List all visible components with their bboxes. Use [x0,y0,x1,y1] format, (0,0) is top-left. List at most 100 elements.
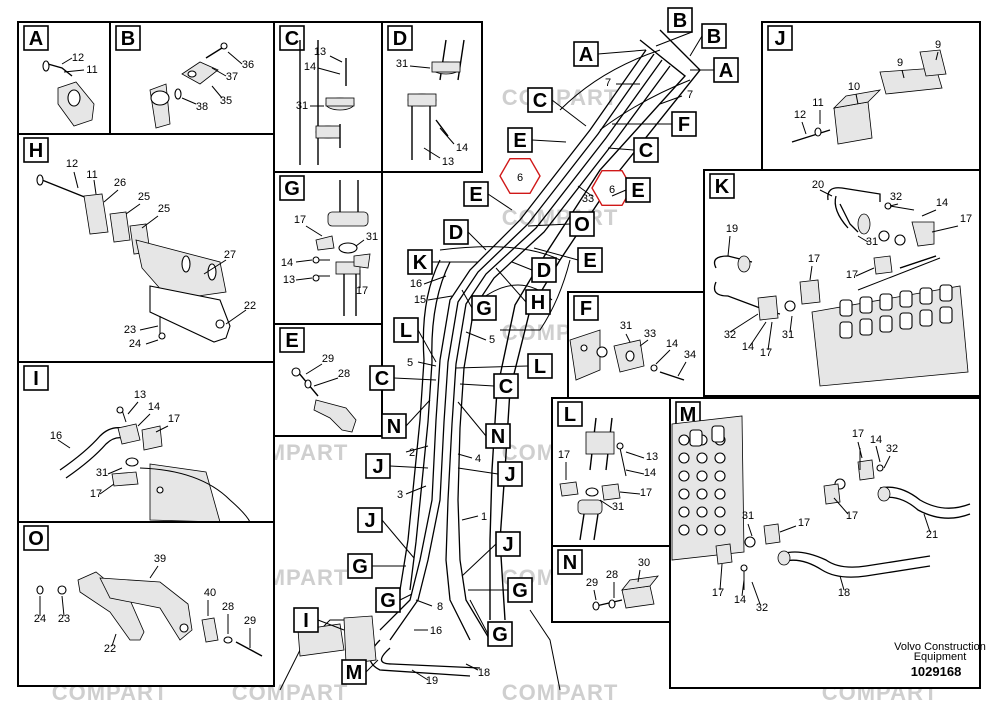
brand-line-2: Equipment [914,651,967,663]
callout-n-2-text: N [491,426,505,448]
callout-n-2: N [485,423,511,449]
part-number: 9 [935,39,941,51]
callout-j-2-text: J [504,464,515,486]
callout-f: F [671,111,697,137]
main-part-number: 5 [489,334,495,346]
part-number: 36 [242,59,254,71]
part-number: 14 [734,594,746,606]
part-number: 13 [442,156,454,168]
watermark-text: COMPART [502,205,619,230]
part-number: 20 [812,179,824,191]
callout-c-4-text: C [499,376,513,398]
callout-g-5: G [487,621,513,647]
part-number: 31 [296,100,308,112]
main-part-number: 16 [430,625,442,637]
part-number: 17 [846,269,858,281]
part-number: 14 [644,467,656,479]
main-part-number: 3 [397,489,403,501]
callout-j-4-text: J [502,534,513,556]
note-hex-right: 6 [591,169,633,207]
panel-label-l-text: L [564,404,576,426]
part-number: 17 [356,285,368,297]
part-number: 13 [646,451,658,463]
main-part-number: 1 [481,511,487,523]
callout-c-1: C [527,87,553,113]
callout-l-2: L [527,353,553,379]
part-number: 14 [148,401,160,413]
callout-h-text: H [531,292,545,314]
part-number: 34 [684,349,696,361]
part-number: 22 [104,643,116,655]
panel-label-h-text: H [29,140,43,162]
part-number: 12 [66,158,78,170]
brand-line-1: Volvo Construction [894,641,986,653]
panel-label-e-text: E [285,330,298,352]
part-number: 14 [742,341,754,353]
callout-b-right: B [701,23,727,49]
part-number: 14 [456,142,468,154]
callout-a-right-text: A [719,60,733,82]
callout-i-text: K [413,252,428,274]
part-number: 13 [283,274,295,286]
callout-e-1: E [507,127,533,153]
part-number: 9 [897,57,903,69]
callout-b-top-text: B [673,10,687,32]
panel-label-f-text: F [580,298,592,320]
panel-label-d: D [387,25,413,51]
part-number: 23 [58,613,70,625]
part-number: 11 [86,64,97,76]
callout-j-2: J [497,461,523,487]
panel-label-n-text: N [563,552,577,574]
callout-g-3: G [507,577,533,603]
part-number: 28 [338,368,350,380]
part-number: 31 [782,329,794,341]
callout-k: I [293,607,319,633]
note-hex-left: 6 [499,157,541,195]
part-number: 38 [196,101,208,113]
part-number: 31 [96,467,108,479]
callout-g-4: G [375,587,401,613]
part-number: 31 [612,501,624,513]
panel-label-h: H [23,137,49,163]
callout-e-3: E [463,181,489,207]
callout-n-1: N [381,413,407,439]
part-number: 24 [34,613,46,625]
panel-label-k: K [709,173,735,199]
part-number: 31 [742,510,754,522]
callout-e-2-text: E [631,180,644,202]
part-number: 28 [222,601,234,613]
main-part-number: 7 [605,77,611,89]
callout-c-2-text: C [639,140,653,162]
panel-label-i-text: I [33,368,39,390]
part-number: 17 [760,347,772,359]
part-number: 29 [322,353,334,365]
part-number: 29 [586,577,598,589]
callout-l-2-text: L [534,356,546,378]
callout-g-2-text: G [352,556,368,578]
part-number: 25 [138,191,150,203]
callout-g-5-text: G [492,624,508,646]
part-number: 12 [72,52,84,64]
main-part-number: 19 [426,675,438,687]
part-number: 21 [926,529,938,541]
callout-d-1-text: D [449,222,463,244]
callout-d-1: D [443,219,469,245]
callout-c-4: C [493,373,519,399]
main-part-number: 7 [687,89,693,101]
callout-o: O [569,211,595,237]
panel-label-j-text: J [774,28,785,50]
callout-e-1-text: E [513,130,526,152]
detail-panel-e: E 29 28 [273,323,383,437]
part-number: 13 [314,46,326,58]
main-part-number: 8 [437,601,443,613]
main-part-number: 33 [582,193,594,205]
part-number: 17 [640,487,652,499]
